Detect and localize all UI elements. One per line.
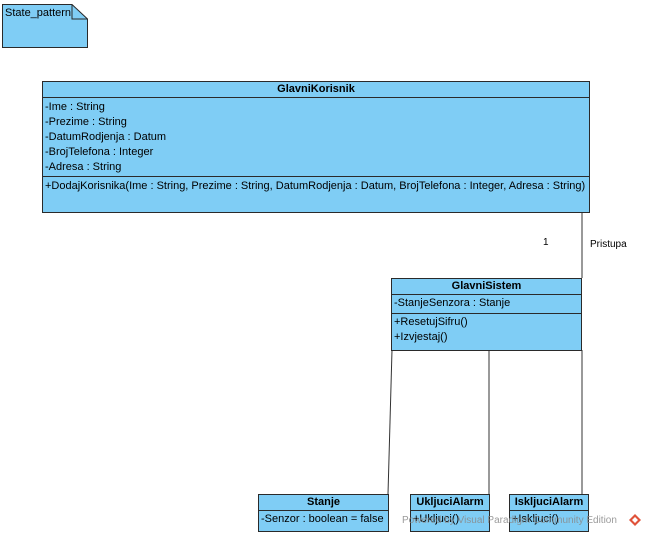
watermark-text: Powered by Visual Paradigm Community Edi… (402, 515, 617, 526)
class-glavnikorisnik[interactable]: GlavniKorisnik -Ime : String -Prezime : … (42, 81, 590, 213)
attributes-compartment: -Ime : String -Prezime : String -DatumRo… (43, 98, 589, 177)
attribute: -DatumRodjenja : Datum (45, 131, 167, 143)
operation: +Ukljuci() (413, 513, 460, 525)
class-ukljucialarm[interactable]: UkljuciAlarm +Ukljuci() (410, 494, 490, 532)
class-name: IskljuciAlarm (510, 495, 588, 511)
operations-compartment: +ResetujSifru() +Izvjestaj() (392, 314, 581, 347)
package-state-pattern[interactable]: State_pattern (2, 4, 88, 48)
attribute: -StanjeSenzora : Stanje (394, 297, 511, 309)
association-multiplicity: 1 (543, 237, 549, 248)
operation: +Izvjestaj() (394, 331, 448, 343)
operations-compartment: +Iskljuci() (510, 511, 588, 529)
visual-paradigm-logo-icon (629, 514, 641, 526)
class-stanje[interactable]: Stanje -Senzor : boolean = false (258, 494, 389, 532)
package-shape (2, 4, 88, 48)
attributes-compartment: -StanjeSenzora : Stanje (392, 295, 581, 314)
class-name: GlavniSistem (392, 279, 581, 295)
operation: +Iskljuci() (512, 513, 559, 525)
attributes-compartment: -Senzor : boolean = false (259, 511, 388, 529)
attribute: -Ime : String (45, 101, 105, 113)
attribute: -Adresa : String (45, 161, 122, 173)
operation: +ResetujSifru() (394, 316, 468, 328)
class-name: UkljuciAlarm (411, 495, 489, 511)
attribute: -Senzor : boolean = false (261, 513, 384, 525)
link-glavnisistem-stanje[interactable] (387, 349, 393, 495)
class-name: Stanje (259, 495, 388, 511)
association-name: Pristupa (590, 239, 627, 250)
package-name: State_pattern (5, 7, 72, 19)
class-name: GlavniKorisnik (43, 82, 589, 98)
class-iskljucialarm[interactable]: IskljuciAlarm +Iskljuci() (509, 494, 589, 532)
attribute: -Prezime : String (45, 116, 127, 128)
operations-compartment: +DodajKorisnika(Ime : String, Prezime : … (43, 177, 589, 196)
attribute: -BrojTelefona : Integer (45, 146, 154, 158)
class-glavnisistem[interactable]: GlavniSistem -StanjeSenzora : Stanje +Re… (391, 278, 582, 351)
operation: +DodajKorisnika(Ime : String, Prezime : … (45, 180, 586, 192)
operations-compartment: +Ukljuci() (411, 511, 489, 529)
